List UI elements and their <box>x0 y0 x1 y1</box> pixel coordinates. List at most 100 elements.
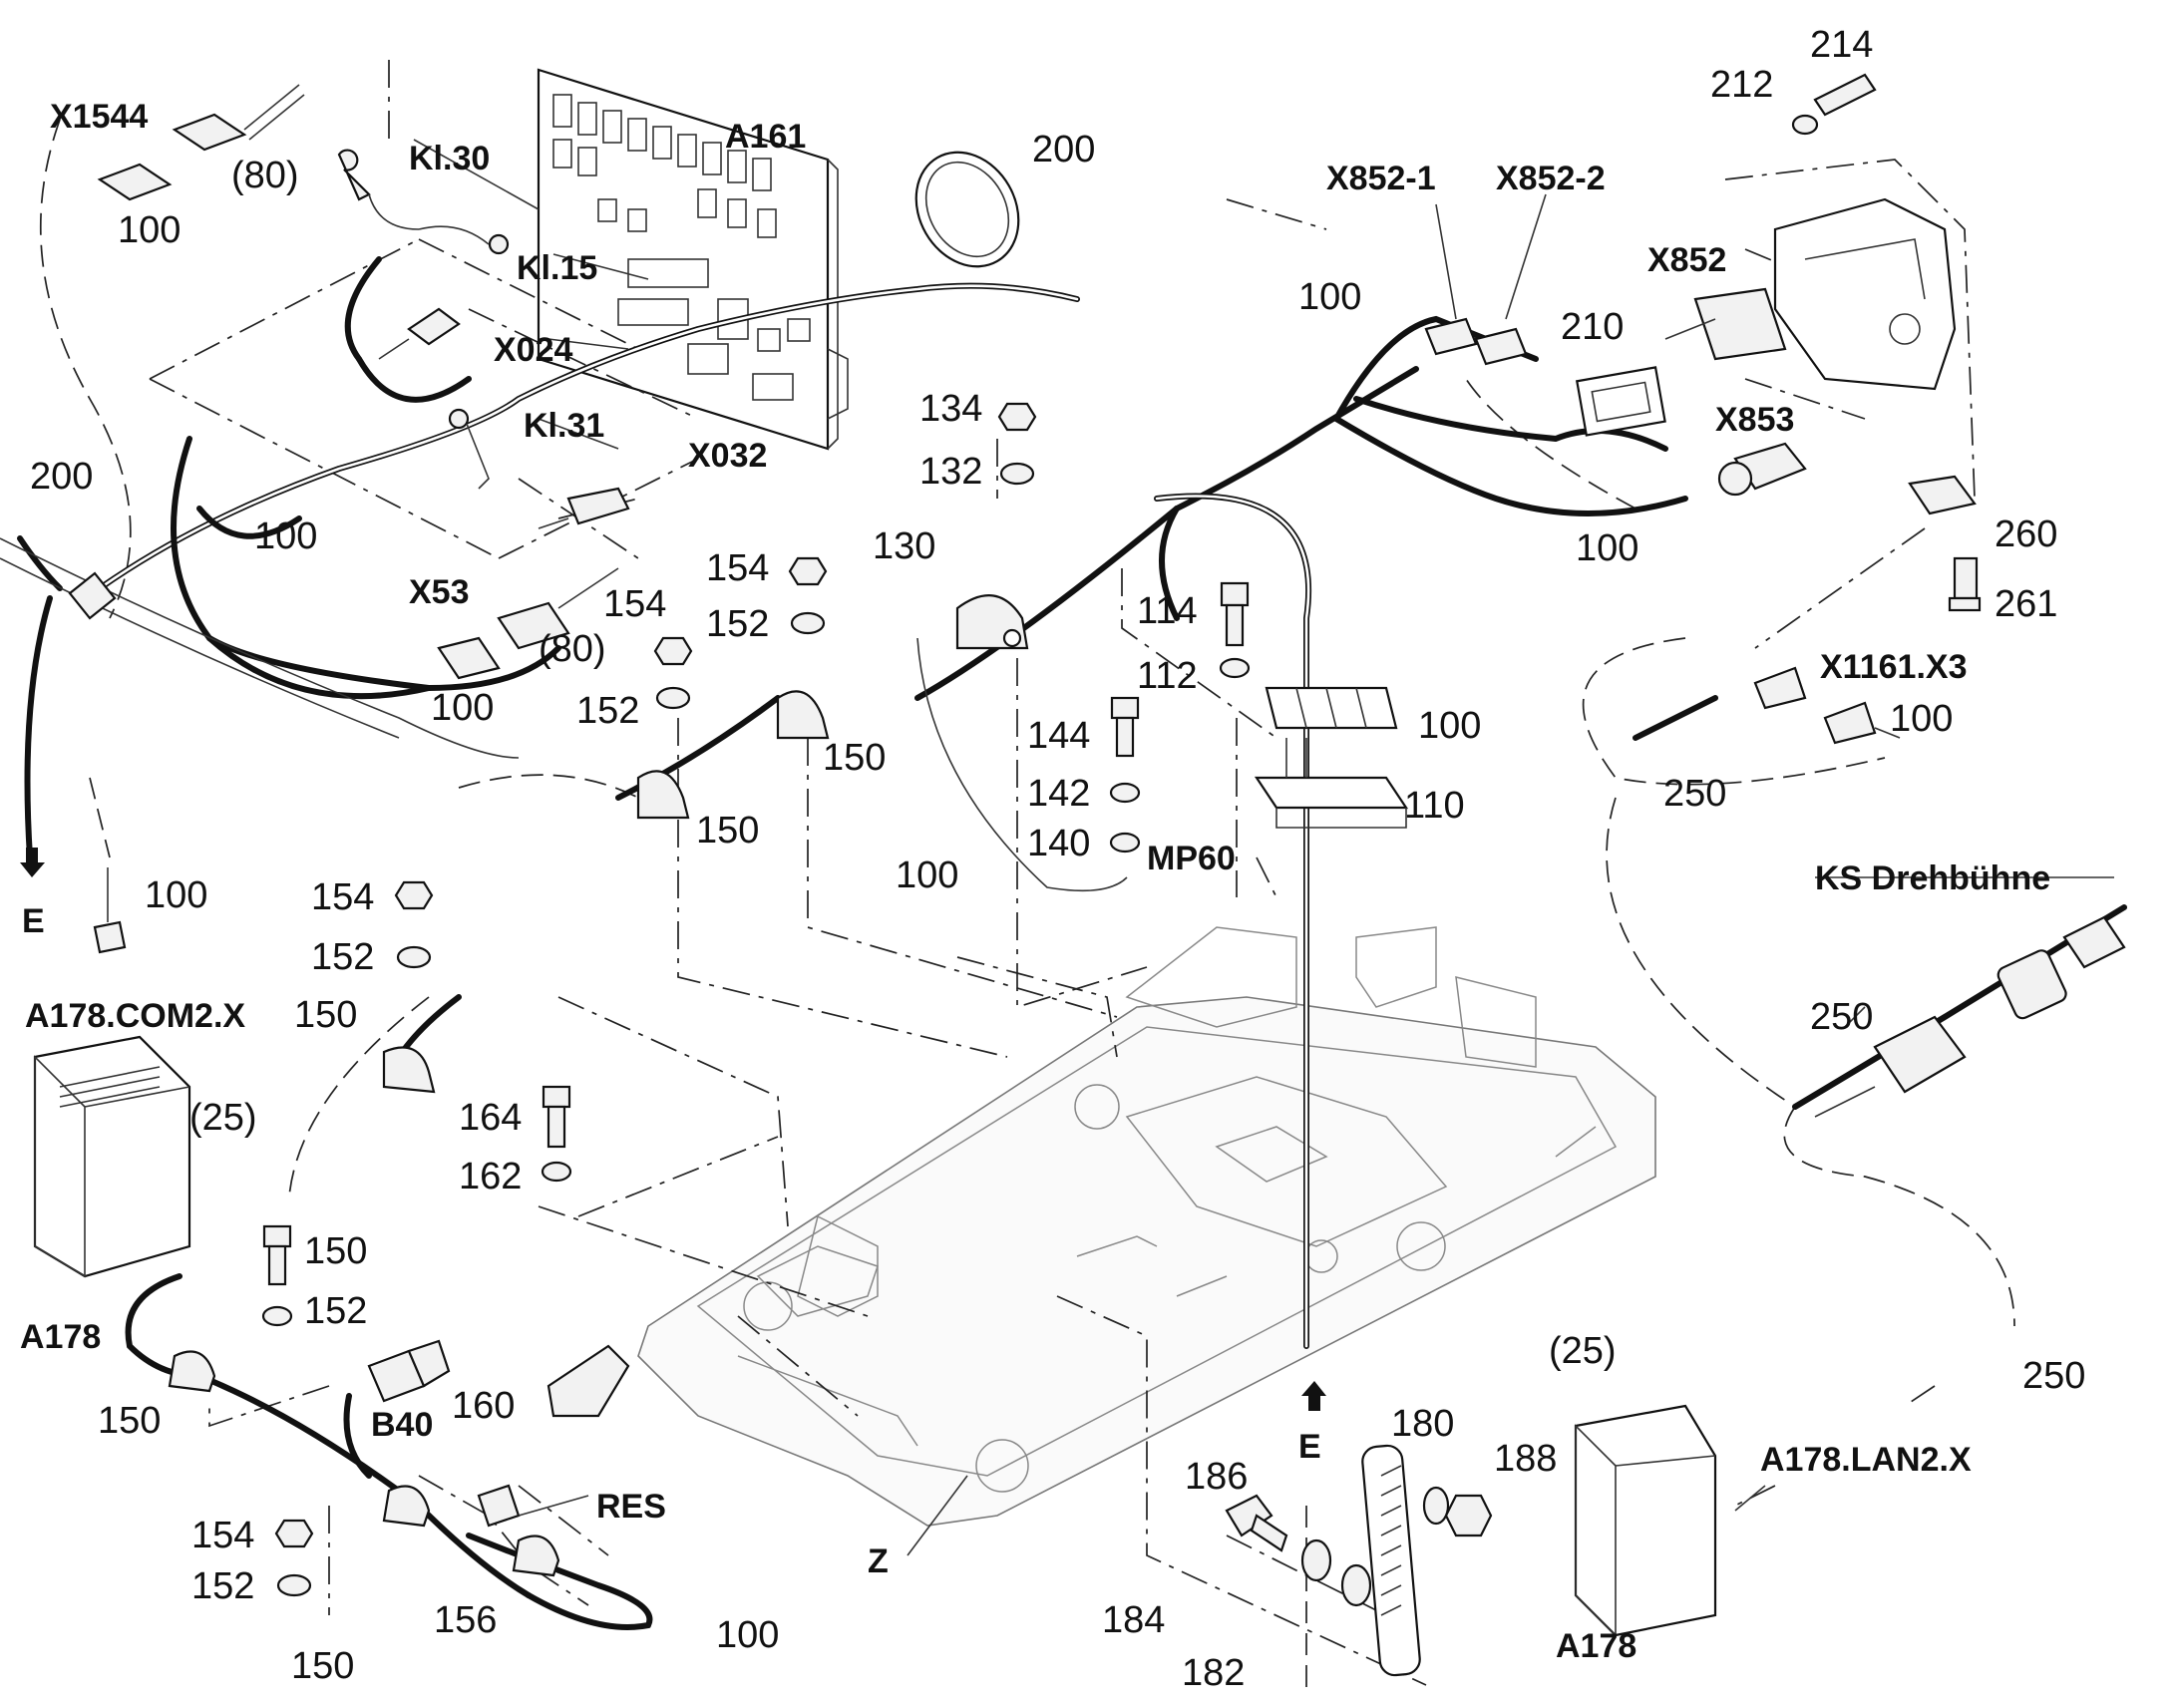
callout-261: 261 <box>1995 583 2057 625</box>
callout-110: 110 <box>1404 785 1465 827</box>
callout-182: 182 <box>1182 1652 1245 1694</box>
callout-100-harness-left: 100 <box>254 515 317 557</box>
bracket-110 <box>1254 738 1409 829</box>
callout-154-d: 154 <box>191 1515 254 1556</box>
module-a178-right <box>1574 1404 1717 1637</box>
label-kl30: Kl.30 <box>409 140 490 177</box>
callout-130: 130 <box>873 525 935 567</box>
label-x852: X852 <box>1647 241 1726 279</box>
label-x853: X853 <box>1715 401 1794 439</box>
chassis-frame <box>637 926 1656 1527</box>
label-a178-lan2-x: A178.LAN2.X <box>1760 1441 1972 1479</box>
cable-tie-200-left <box>68 571 117 620</box>
washer-140 <box>1109 832 1141 854</box>
label-z: Z <box>868 1542 889 1580</box>
clamp-150-c <box>382 1046 436 1094</box>
screw-114 <box>1220 581 1250 647</box>
callout-156: 156 <box>434 1599 497 1641</box>
callout-134: 134 <box>919 388 982 430</box>
clamp-150-e <box>382 1485 431 1528</box>
callout-154-a: 154 <box>706 547 769 589</box>
nut-134 <box>997 402 1037 432</box>
clamp-156 <box>512 1535 560 1577</box>
callout-144: 144 <box>1027 715 1090 757</box>
callout-152-c: 152 <box>311 936 374 978</box>
clamp-150-d <box>168 1350 216 1393</box>
ring-terminal-kl30 <box>337 149 371 201</box>
washer-212 <box>1791 114 1819 136</box>
nut-154-b <box>653 636 693 666</box>
ring-terminal-kl15 <box>488 233 510 255</box>
washer-162 <box>541 1161 572 1183</box>
washer-152-a <box>790 611 826 635</box>
callout-100-x53: 100 <box>431 687 494 729</box>
mounting-bracket <box>1773 197 1957 391</box>
label-kl15: Kl.15 <box>517 249 597 287</box>
screw-261 <box>1948 556 1982 612</box>
label-mp60: MP60 <box>1147 840 1236 877</box>
label-x852-2: X852-2 <box>1496 160 1606 197</box>
washer-152-e <box>276 1573 312 1597</box>
callout-154-c: 154 <box>311 876 374 918</box>
screw-150 <box>262 1224 292 1286</box>
callouts: X1544 100 (80) Kl.30 A161 200 Kl.15 X024… <box>20 24 2085 1694</box>
callout-80-x1544: (80) <box>231 155 299 196</box>
cable-tie-200 <box>914 151 1020 268</box>
callout-184: 184 <box>1102 1599 1165 1641</box>
callout-150-a: 150 <box>823 737 886 779</box>
label-x1161-x3: X1161.X3 <box>1820 648 1967 686</box>
connector-x032 <box>566 487 630 525</box>
gasket-210 <box>1575 366 1666 437</box>
clip-260 <box>1908 475 1977 515</box>
callout-100-x853: 100 <box>1576 527 1638 569</box>
screw-214 <box>1813 73 1877 117</box>
callout-100-strip: 100 <box>1418 705 1481 747</box>
washer-142 <box>1109 782 1141 804</box>
washer-152-c <box>396 945 432 969</box>
nut-188 <box>1422 1486 1493 1537</box>
callout-25-left: (25) <box>189 1097 257 1139</box>
washer-152-b <box>655 686 691 710</box>
callout-162: 162 <box>459 1156 522 1197</box>
callout-210: 210 <box>1561 306 1624 348</box>
callout-100-mp60: 100 <box>896 854 958 896</box>
callout-152-b: 152 <box>576 690 639 732</box>
callout-188: 188 <box>1494 1438 1557 1480</box>
clamp-150-a <box>776 690 830 740</box>
clamp-130 <box>955 594 1029 650</box>
nut-154-d <box>274 1519 314 1548</box>
ground-strap-180 <box>1361 1444 1421 1677</box>
label-b40: B40 <box>371 1406 433 1444</box>
callout-160: 160 <box>452 1385 515 1427</box>
bracket-160 <box>546 1344 630 1418</box>
connector-x852 <box>1664 287 1787 361</box>
callout-260: 260 <box>1995 513 2057 555</box>
label-x024: X024 <box>494 331 572 369</box>
connector-a178-com2-x <box>93 867 127 954</box>
nut-154-c <box>394 880 434 910</box>
res-terminal <box>477 1484 521 1528</box>
callout-152-a: 152 <box>706 603 769 645</box>
callout-132: 132 <box>919 451 982 493</box>
callout-100-x1161: 100 <box>1890 698 1953 740</box>
connector-x1161-x3 <box>1753 666 1901 745</box>
callout-150-c: 150 <box>294 994 357 1036</box>
callout-152-e: 152 <box>191 1565 254 1607</box>
callout-100-com2: 100 <box>145 874 207 916</box>
washer-132 <box>999 462 1035 486</box>
callout-214: 214 <box>1810 24 1873 66</box>
parts <box>20 73 2126 1677</box>
callout-212: 212 <box>1710 64 1773 106</box>
label-x1544: X1544 <box>50 98 148 136</box>
callout-100-res: 100 <box>716 1614 779 1656</box>
arrow-e-left <box>20 848 45 877</box>
label-res: RES <box>596 1488 666 1526</box>
callout-164: 164 <box>459 1097 522 1139</box>
callout-200-top: 200 <box>1032 129 1095 171</box>
callout-100-x1544: 100 <box>118 209 181 251</box>
callout-180: 180 <box>1391 1403 1454 1445</box>
screw-144 <box>1110 696 1140 758</box>
callout-150-b: 150 <box>696 810 759 852</box>
label-ks-drehbuehne: KS Drehbühne <box>1815 859 2050 897</box>
callout-186: 186 <box>1185 1456 1248 1498</box>
